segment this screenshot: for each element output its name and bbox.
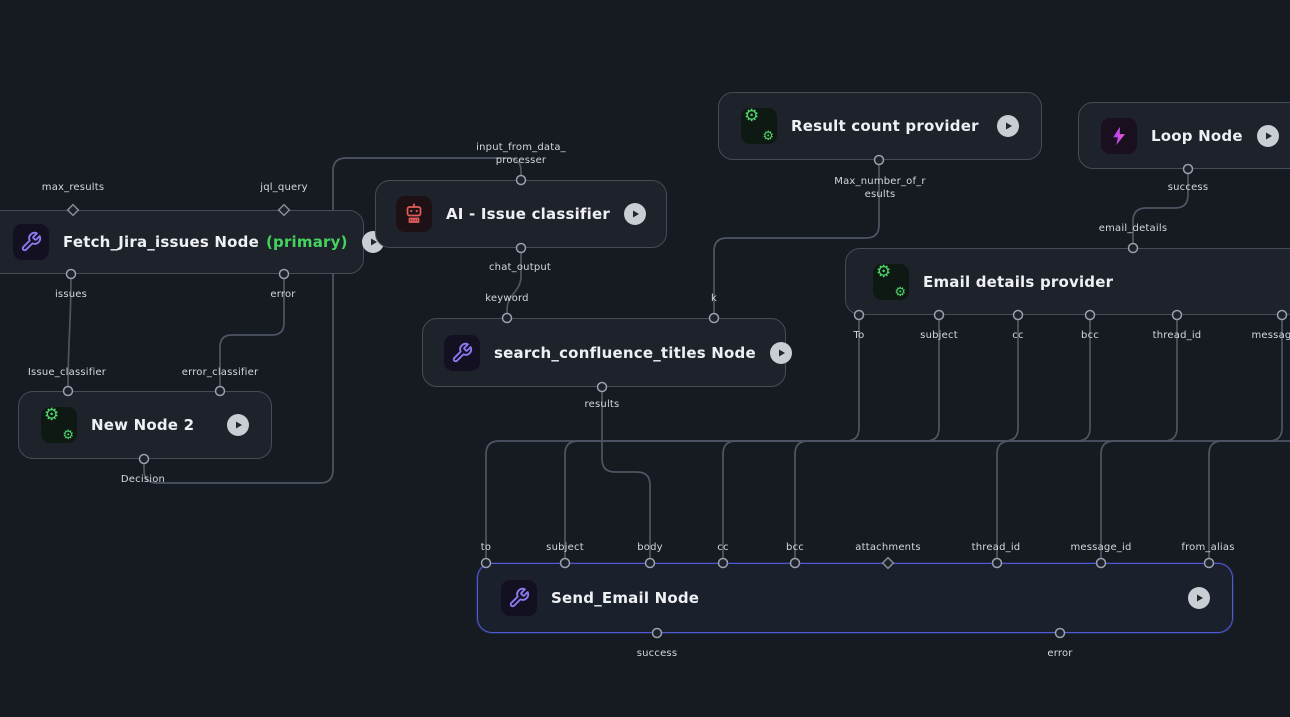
- wrench-icon: [13, 224, 49, 260]
- port-label: subject: [546, 542, 584, 553]
- node-title: Result count provider: [791, 117, 979, 135]
- port-label: to: [480, 542, 492, 553]
- port-label: message_id: [1070, 542, 1132, 553]
- node-title: Fetch_Jira_issues Node(primary): [63, 233, 348, 251]
- port-label: thread_id: [1152, 330, 1202, 341]
- port-label: To: [853, 330, 865, 341]
- play-button[interactable]: [227, 414, 249, 436]
- port-label: subject: [920, 330, 958, 341]
- port-label: thread_id: [971, 542, 1021, 553]
- port-label: cc: [1012, 330, 1024, 341]
- node-title: Send_Email Node: [551, 589, 700, 607]
- port-label: chat_output: [488, 262, 552, 273]
- port-label: success: [636, 648, 678, 659]
- wire-chat-output-to-keyword: [506, 248, 522, 318]
- port-label: keyword: [485, 293, 529, 304]
- port-label: Decision: [120, 474, 166, 485]
- robot-icon: [396, 196, 432, 232]
- node-title: Loop Node: [1151, 126, 1243, 145]
- wire-results-to-body: [601, 387, 651, 563]
- port-label: Max_number_of_results: [834, 176, 926, 200]
- play-button[interactable]: [1256, 124, 1279, 147]
- port-label: error: [1047, 648, 1073, 659]
- node-new-node-2[interactable]: ⚙⚙ New Node 2: [18, 391, 272, 459]
- port-label: body: [637, 542, 663, 553]
- node-email-details-provider[interactable]: ⚙⚙ Email details provider: [845, 248, 1290, 315]
- port-label: results: [584, 399, 620, 410]
- play-button[interactable]: [623, 203, 646, 225]
- lightning-icon: [1101, 117, 1137, 154]
- primary-badge: (primary): [265, 233, 348, 251]
- port-label: input_from_data_processer: [476, 142, 566, 166]
- port-label: cc: [717, 542, 729, 553]
- wire-bcc-to-bcc: [794, 315, 1091, 563]
- gears-icon: ⚙⚙: [873, 263, 909, 300]
- port-label: attachments: [855, 542, 921, 553]
- wrench-icon: [501, 580, 537, 616]
- node-loop[interactable]: Loop Node: [1078, 102, 1290, 169]
- port-label: message_id: [1251, 330, 1290, 341]
- port-label: bcc: [786, 542, 804, 553]
- wrench-icon: [444, 334, 480, 371]
- port-label: k: [711, 293, 717, 304]
- port-label: max_results: [41, 182, 105, 193]
- port-label: from_alias: [1181, 542, 1235, 553]
- port-label: bcc: [1081, 330, 1099, 341]
- gears-icon: ⚙⚙: [741, 108, 777, 144]
- node-title: New Node 2: [91, 416, 195, 434]
- node-title: Email details provider: [923, 272, 1114, 291]
- wire-messageid-to-messageid: [1100, 315, 1283, 563]
- node-title: AI - Issue classifier: [446, 205, 610, 223]
- play-button[interactable]: [1188, 587, 1210, 609]
- port-label: email_details: [1098, 223, 1168, 234]
- node-ai-issue-classifier[interactable]: AI - Issue classifier: [375, 180, 667, 248]
- port-label: issues: [54, 289, 88, 300]
- wire-threadid-to-threadid: [996, 315, 1178, 563]
- node-result-count-provider[interactable]: ⚙⚙ Result count provider: [718, 92, 1042, 160]
- port-label: jql_query: [260, 182, 308, 193]
- play-button[interactable]: [769, 341, 792, 364]
- node-title: search_confluence_titles Node: [494, 343, 756, 362]
- wire-loop-success-to-email-details: [1132, 169, 1189, 248]
- node-search-confluence-titles[interactable]: search_confluence_titles Node: [422, 318, 792, 387]
- node-send-email[interactable]: Send_Email Node: [477, 563, 1233, 633]
- play-button[interactable]: [997, 115, 1019, 137]
- node-fetch-jira-issues[interactable]: Fetch_Jira_issues Node(primary): [0, 210, 384, 274]
- port-label: Issue_classifier: [27, 367, 107, 378]
- port-label: success: [1167, 182, 1209, 193]
- port-label: error_classifier: [181, 367, 259, 378]
- gears-icon: ⚙⚙: [41, 407, 77, 443]
- port-label: error: [270, 289, 296, 300]
